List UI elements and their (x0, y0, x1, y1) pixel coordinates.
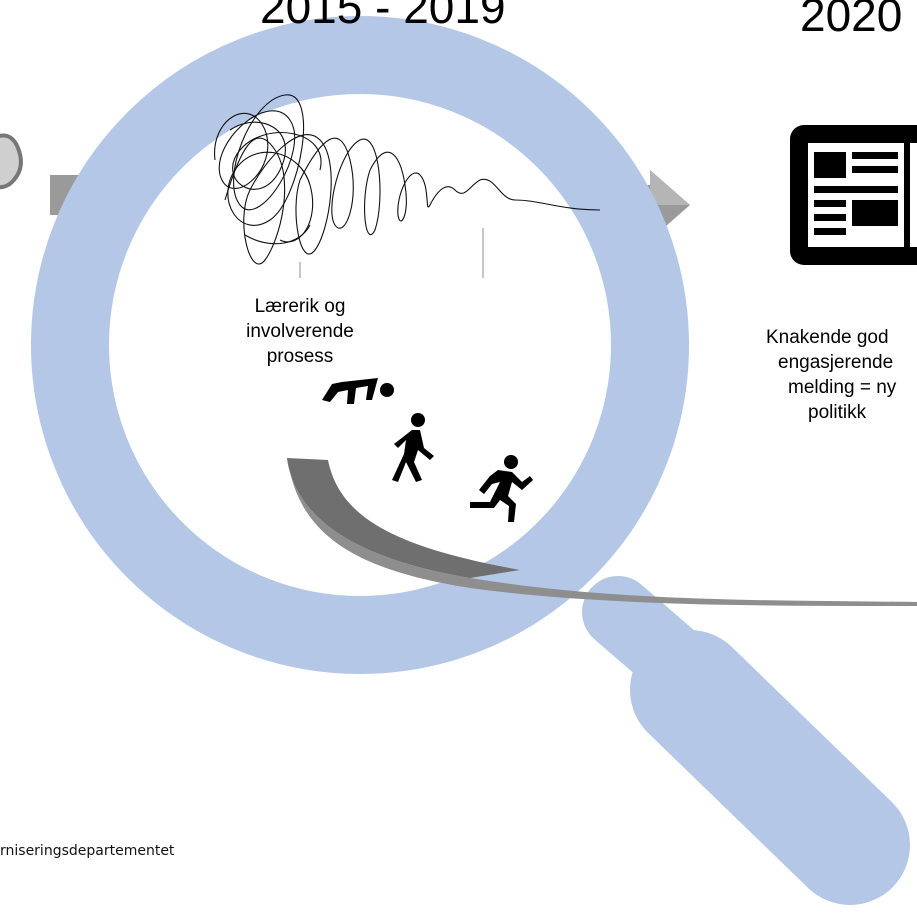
outcome-label: Knakende god engasjerende melding = ny p… (766, 325, 917, 425)
process-label-line: Lærerik og (254, 296, 346, 317)
outcome-label-line: melding = ny (788, 377, 897, 398)
period-heading: 2015 - 2019 (260, 0, 506, 33)
scribble-line-icon (214, 94, 601, 278)
outcome-label-line: engasjerende (778, 352, 894, 373)
magnifying-glass-icon (31, 16, 910, 905)
year-heading: 2020 (800, 0, 903, 41)
crouching-runner-icon (322, 378, 394, 404)
running-person-icon (470, 455, 533, 522)
road-curve (287, 458, 917, 606)
cloud-icon (0, 133, 23, 190)
process-label: Lærerik og involverende prosess (215, 294, 385, 369)
walking-person-icon (392, 413, 434, 482)
process-label-line: prosess (266, 346, 334, 367)
department-footer: rniseringsdepartementet (0, 843, 175, 859)
process-label-line: involverende (246, 321, 354, 342)
newspaper-icon (790, 125, 917, 265)
outcome-label-line: Knakende god (766, 327, 889, 348)
outcome-label-line: politikk (808, 402, 867, 423)
